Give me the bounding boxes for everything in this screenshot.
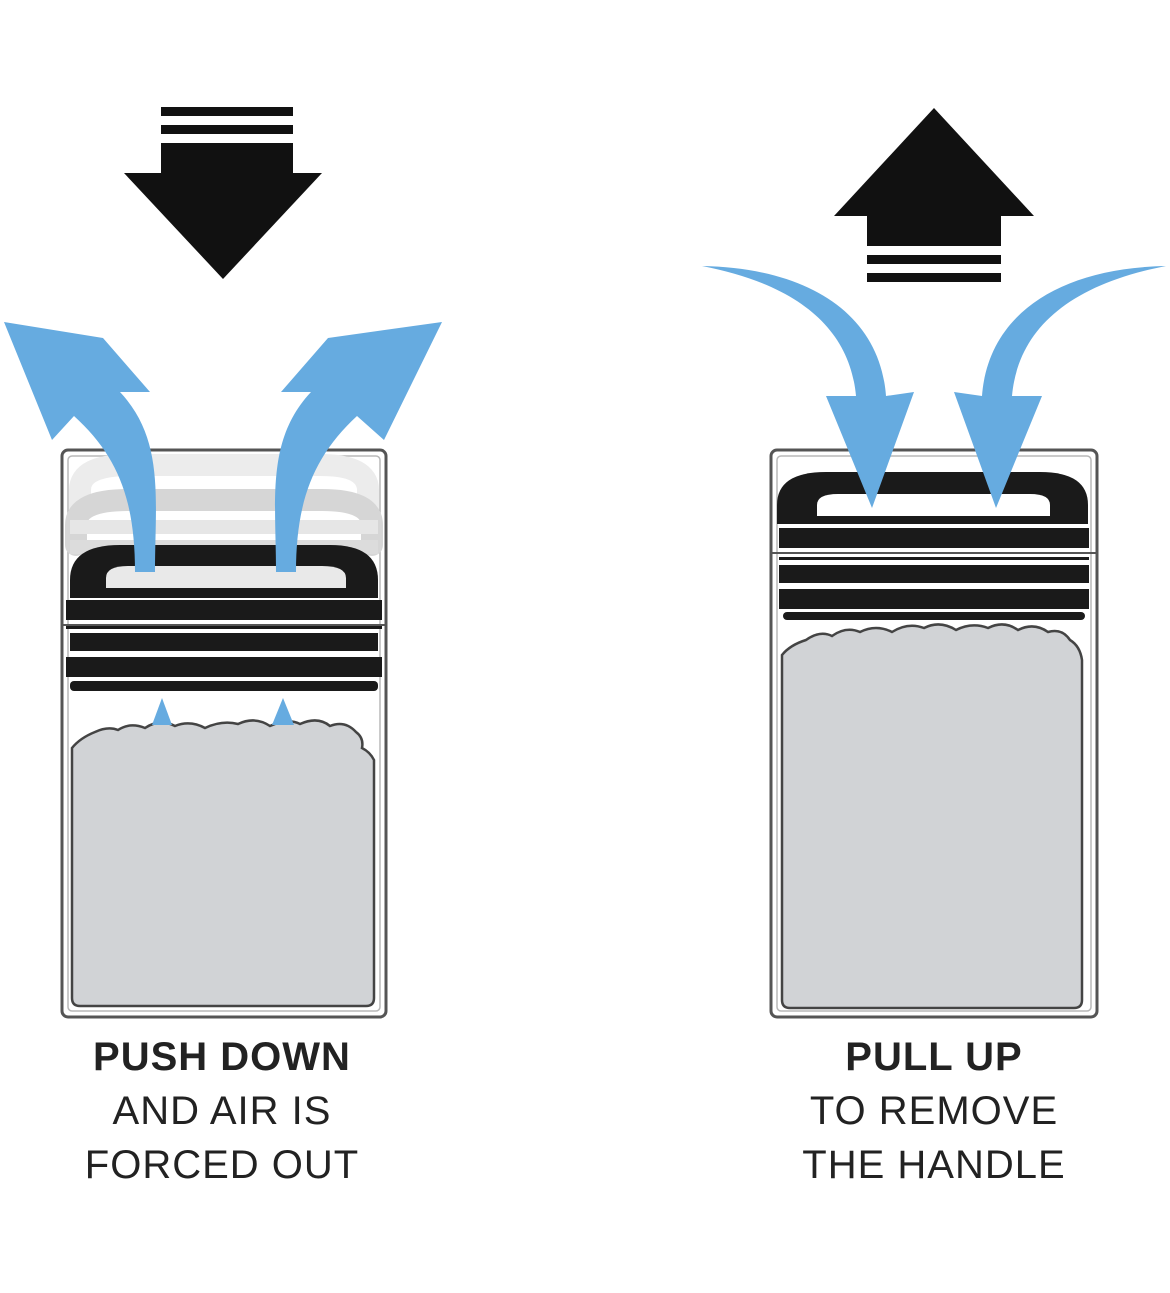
- jar-contents: [780, 623, 1084, 1010]
- push-caption: PUSH DOWN AND AIR IS FORCED OUT: [12, 1030, 432, 1192]
- push-caption-line2: FORCED OUT: [84, 1143, 360, 1187]
- lid-handle: [777, 472, 1088, 524]
- air-up-arrow-icon: [152, 698, 172, 725]
- push-caption-title: PUSH DOWN: [93, 1035, 351, 1079]
- lid-seal: [62, 600, 386, 691]
- air-up-arrow-icon: [272, 698, 294, 725]
- push-caption-line1: AND AIR IS: [112, 1089, 332, 1133]
- pull-caption: PULL UP TO REMOVE THE HANDLE: [724, 1030, 1144, 1192]
- pull-caption-title: PULL UP: [845, 1035, 1023, 1079]
- jar-contents: [70, 719, 376, 1008]
- pull-panel: [702, 108, 1166, 1019]
- up-arrow-icon: [834, 108, 1034, 282]
- lid-handle: [70, 545, 378, 598]
- lid-seal: [771, 528, 1097, 620]
- push-panel: [4, 107, 442, 1019]
- curved-air-arrow-icon: [4, 322, 442, 572]
- down-arrow-icon: [124, 107, 322, 279]
- curved-air-arrow-icon: [702, 266, 1166, 508]
- pull-caption-line2: THE HANDLE: [802, 1143, 1066, 1187]
- pull-caption-line1: TO REMOVE: [809, 1089, 1059, 1133]
